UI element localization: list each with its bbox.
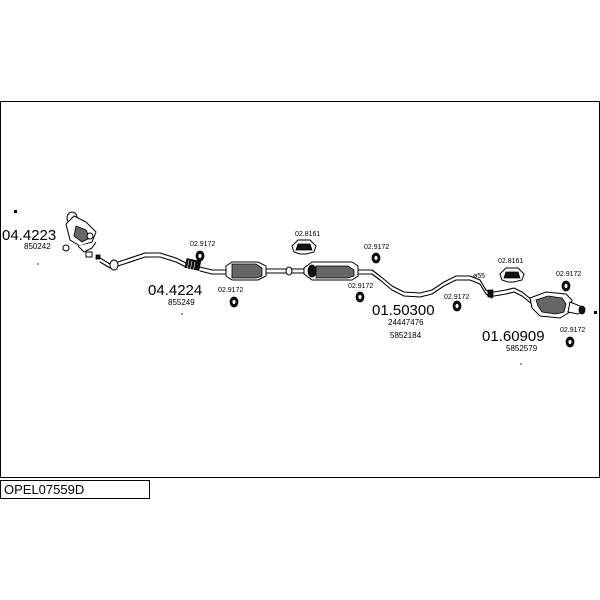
fitting-label-clamp-d: 02.9172 <box>348 283 373 290</box>
oem-number-1: 850242 <box>24 242 51 251</box>
dot-3 <box>520 363 522 365</box>
code-box <box>0 480 150 499</box>
ring-prefix: ø <box>473 273 478 280</box>
ring-value: 55 <box>477 273 485 280</box>
middle-silencer <box>303 261 359 281</box>
fitting-label-hanger-b: 02.8161 <box>498 258 523 265</box>
dot-2 <box>181 313 183 315</box>
fitting-label-clamp-f: 02.9172 <box>556 271 581 278</box>
part-number-3: 01.50300 <box>372 302 435 319</box>
flex-pipe <box>184 258 202 273</box>
clamp-c <box>371 252 381 264</box>
hanger-b <box>499 267 525 283</box>
clamp-e <box>452 300 462 312</box>
clamp-g <box>565 336 575 348</box>
part-number-2: 04.4224 <box>148 282 202 299</box>
oem-number-3a: 24447476 <box>388 318 424 327</box>
clamp-a <box>195 250 205 262</box>
front-pipe-assembly <box>62 211 101 260</box>
part-number-4: 01.60909 <box>482 328 545 345</box>
fitting-label-clamp-b: 02.9172 <box>218 287 243 294</box>
fitting-label-clamp-g: 02.9172 <box>560 327 585 334</box>
marker-left <box>14 210 17 213</box>
fitting-label-clamp-e: 02.9172 <box>444 294 469 301</box>
rear-silencer <box>529 291 586 319</box>
oem-number-2: 855249 <box>168 298 195 307</box>
clamp-f <box>561 280 571 292</box>
marker-right <box>594 311 597 314</box>
oem-number-3b: 5852184 <box>390 331 422 340</box>
code-label: OPEL07559D <box>4 482 84 497</box>
oem-number-4: 5852579 <box>506 344 538 353</box>
clamp-b <box>229 296 239 308</box>
fitting-label-clamp-c: 02.9172 <box>364 244 389 251</box>
mid-pipe <box>357 269 493 295</box>
fitting-label-hanger-a: 02.8161 <box>295 231 320 238</box>
dot-1 <box>37 263 39 265</box>
hanger-a <box>291 239 317 255</box>
clamp-d <box>355 291 365 303</box>
middle-catalyst <box>225 261 267 281</box>
fitting-label-ring: ø55 <box>473 273 485 280</box>
part-number-1: 04.4223 <box>2 227 56 244</box>
fitting-label-clamp-a: 02.9172 <box>190 241 215 248</box>
